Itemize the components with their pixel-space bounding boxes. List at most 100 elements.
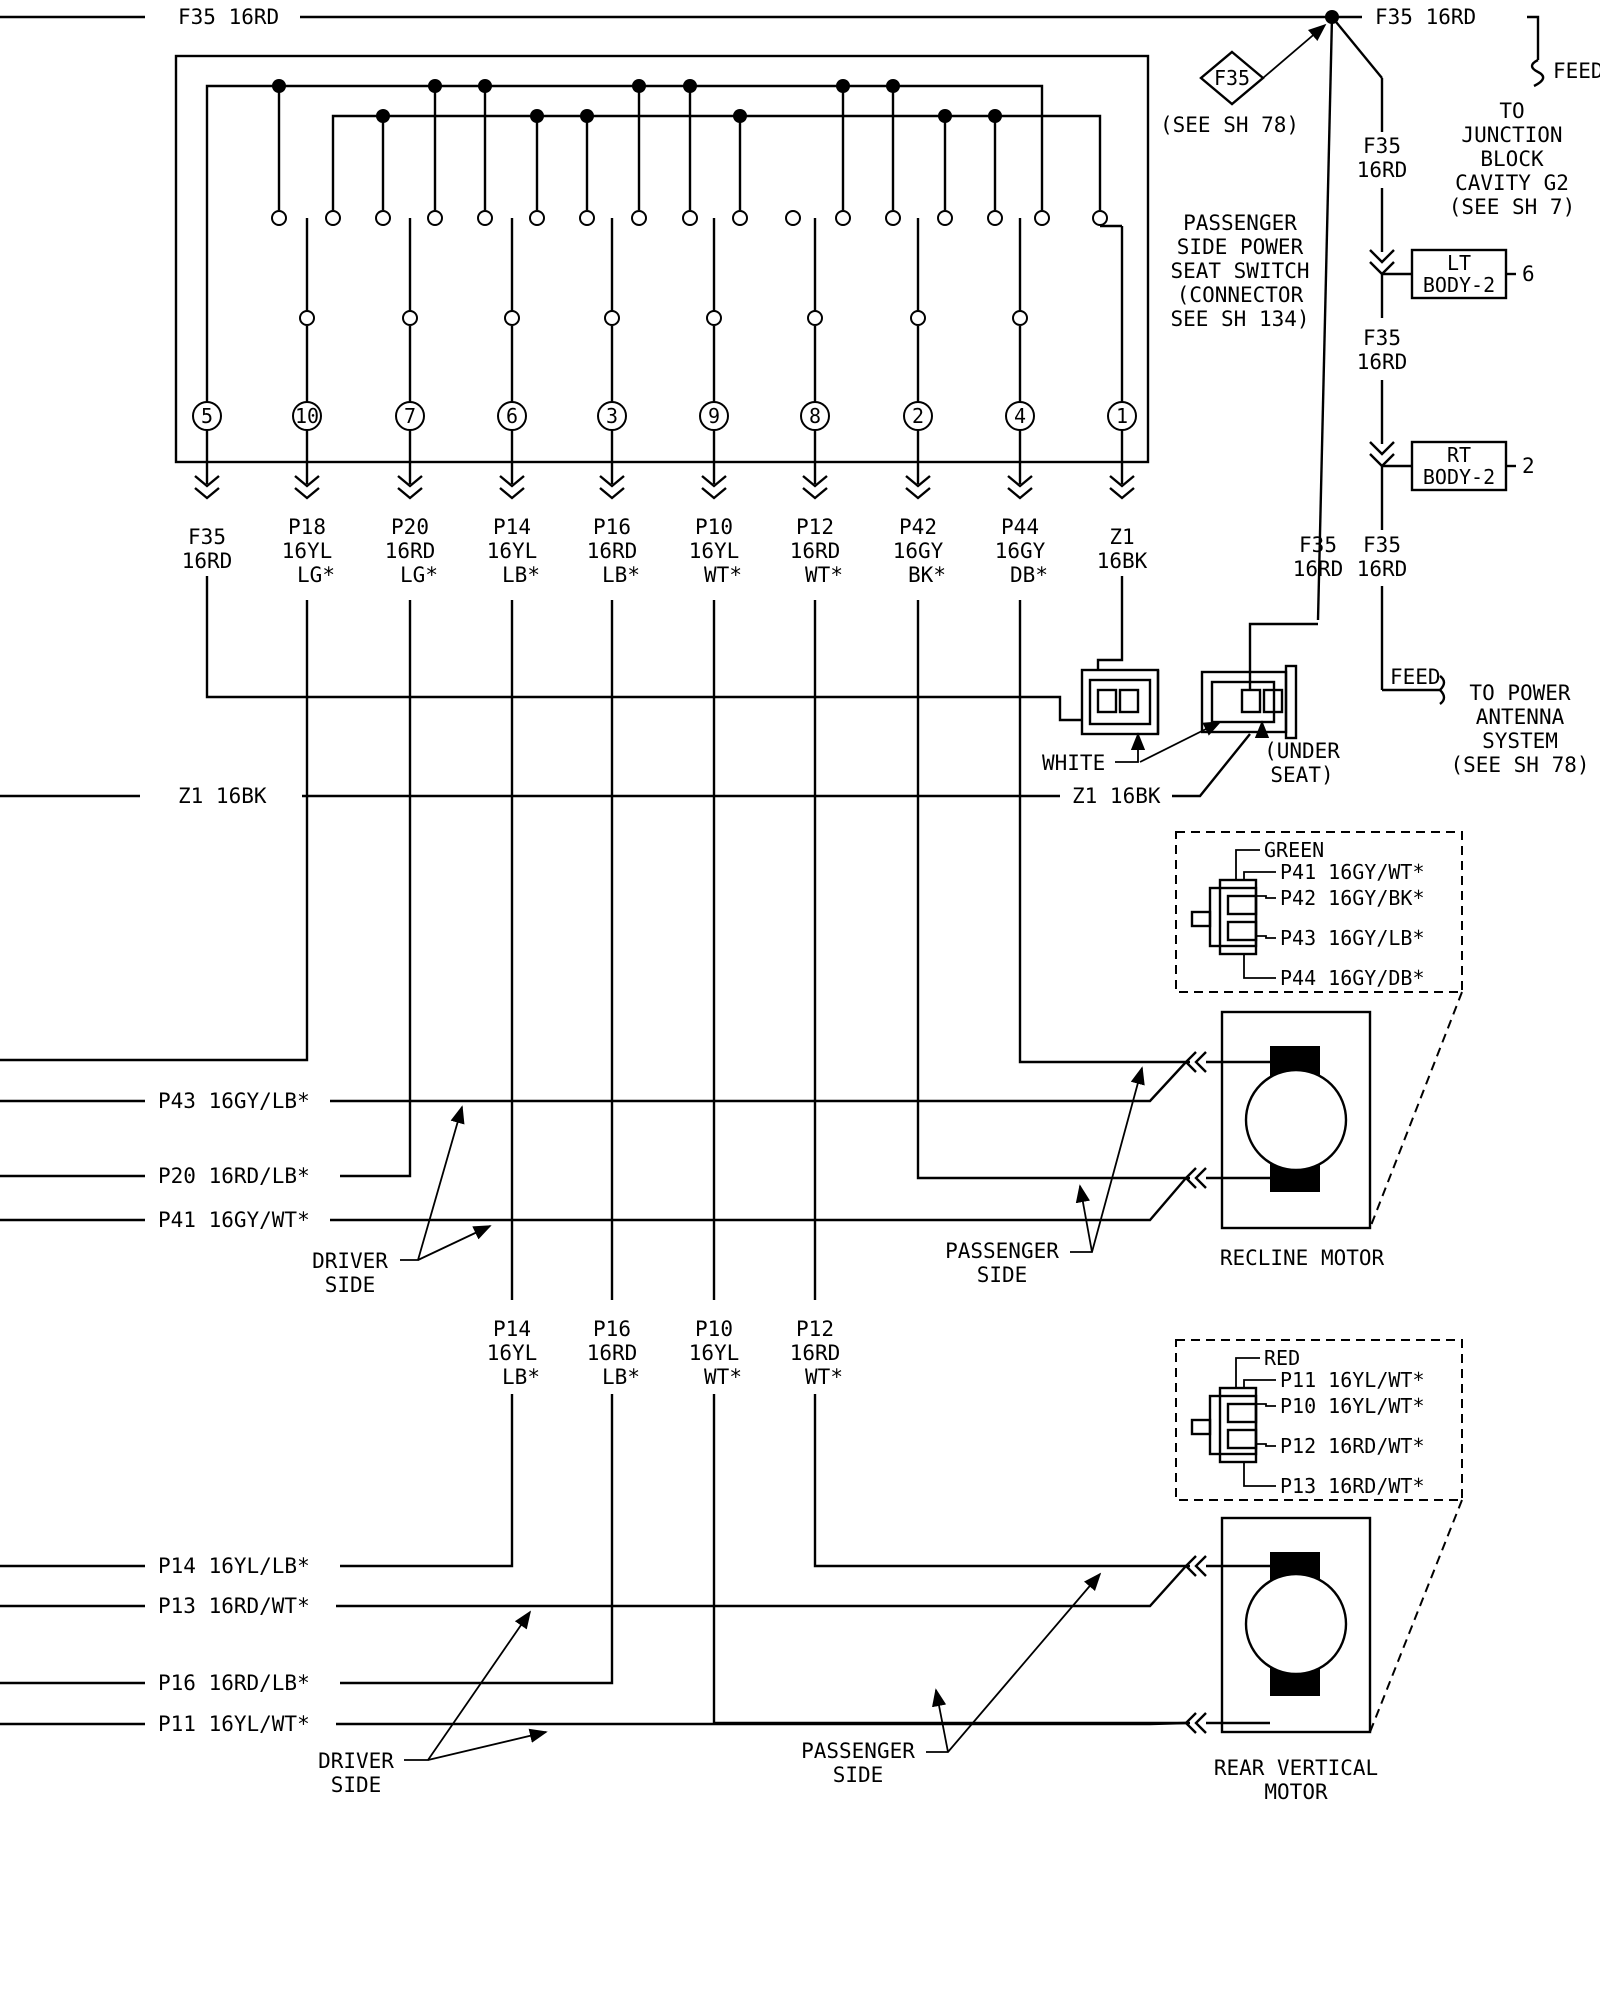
top-feed: F35 16RD F35 16RD FEED TO JUNCTION BLOCK… xyxy=(0,5,1600,219)
pin-5-label: 5 xyxy=(201,404,213,428)
recline-pin-0: P41 16GY/WT* xyxy=(1280,860,1425,884)
switch-title-3: (CONNECTOR xyxy=(1177,283,1304,307)
vertical-motor-label-0: REAR VERTICAL xyxy=(1214,1756,1378,1780)
pin-4-label: 4 xyxy=(1014,404,1026,428)
pin-8: 8 xyxy=(800,401,830,431)
rc-wire1-b: 16RD xyxy=(1357,158,1408,182)
w4-2: DB* xyxy=(1010,563,1048,587)
rt-body-pin: 2 xyxy=(1522,454,1535,478)
switch-wire-labels: F35 16RD P18 16YL LG* P20 16RD LG* P14 1… xyxy=(182,515,1148,587)
w4-0: P44 xyxy=(1001,515,1039,539)
junction-dest-3: CAVITY G2 xyxy=(1455,171,1569,195)
switch-title-2: SEAT SWITCH xyxy=(1170,259,1309,283)
f35-reference: F35 (SEE SH 78) xyxy=(1160,23,1327,137)
feed-label: FEED xyxy=(1553,59,1600,83)
vertical-connector-color: RED xyxy=(1264,1346,1300,1370)
recline-driver-1: SIDE xyxy=(325,1273,376,1297)
f35-reference-note: (SEE SH 78) xyxy=(1160,113,1299,137)
recline-driver-0: DRIVER xyxy=(312,1249,388,1273)
mid-p14-2: LB* xyxy=(502,1365,540,1389)
pin-6: 6 xyxy=(497,401,527,431)
rt-body-label-0: RT xyxy=(1447,443,1471,467)
vertical-driver-1: SIDE xyxy=(331,1773,382,1797)
pin-3: 3 xyxy=(597,401,627,431)
vertical-pin-2: P12 16RD/WT* xyxy=(1280,1434,1425,1458)
w5-1: 16RD xyxy=(182,549,233,573)
seat-switch-box xyxy=(174,54,1150,464)
rear-vertical-motor: REAR VERTICAL MOTOR P14 16YL/LB* P13 16R… xyxy=(0,1499,1463,1804)
recline-wire-1: P20 16RD/LB* xyxy=(158,1164,310,1188)
switch-title-1: SIDE POWER xyxy=(1177,235,1304,259)
w10-1: 16YL xyxy=(282,539,333,563)
top-feed-left-label: F35 16RD xyxy=(178,5,279,29)
recline-connector-color: GREEN xyxy=(1264,838,1324,862)
w10-2: LG* xyxy=(297,563,335,587)
vertical-pin-0: P11 16YL/WT* xyxy=(1280,1368,1425,1392)
lt-body-pin: 6 xyxy=(1522,262,1535,286)
rc-wire3-a: F35 xyxy=(1299,533,1337,557)
pin-6-label: 6 xyxy=(506,404,518,428)
pin-2-label: 2 xyxy=(912,404,924,428)
w9-0: P10 xyxy=(695,515,733,539)
w7-2: LG* xyxy=(400,563,438,587)
w10-0: P18 xyxy=(288,515,326,539)
recline-wire-0: P43 16GY/LB* xyxy=(158,1089,310,1113)
junction-dest-0: TO xyxy=(1499,99,1524,123)
rc-feed-label: FEED xyxy=(1390,665,1441,689)
antenna-2: SYSTEM xyxy=(1482,729,1558,753)
f35-badge: F35 xyxy=(1214,66,1250,90)
z1-right-label: Z1 16BK xyxy=(1072,784,1161,808)
pin-3-label: 3 xyxy=(606,404,618,428)
mid-p12-0: P12 xyxy=(796,1317,834,1341)
pin-10-label: 10 xyxy=(295,404,319,428)
switch-title-0: PASSENGER xyxy=(1183,211,1297,235)
lower-wires xyxy=(340,1394,1190,1725)
vertical-connector: RED P11 16YL/WT* P10 16YL/WT* P12 16RD/W… xyxy=(1175,1339,1463,1501)
w8-2: WT* xyxy=(805,563,843,587)
rc-wire4-a: F35 xyxy=(1363,533,1401,557)
rt-body-label-1: BODY-2 xyxy=(1423,465,1495,489)
switch-pins: 5 10 7 6 3 9 8 2 4 1 xyxy=(192,401,1137,500)
recline-pin-3: P44 16GY/DB* xyxy=(1280,966,1425,990)
w3-2: LB* xyxy=(602,563,640,587)
w4-1: 16GY xyxy=(995,539,1046,563)
mid-p10-1: 16YL xyxy=(689,1341,740,1365)
w8-1: 16RD xyxy=(790,539,841,563)
lt-body-label-1: BODY-2 xyxy=(1423,273,1495,297)
vertical-pin-3: P13 16RD/WT* xyxy=(1280,1474,1425,1498)
recline-pin-1: P42 16GY/BK* xyxy=(1280,886,1425,910)
pin-1: 1 xyxy=(1107,401,1137,431)
mid-p16-2: LB* xyxy=(602,1365,640,1389)
mid-p16-1: 16RD xyxy=(587,1341,638,1365)
w7-1: 16RD xyxy=(385,539,436,563)
mid-p14-1: 16YL xyxy=(487,1341,538,1365)
pin-5: 5 xyxy=(192,401,222,431)
rc-wire3-b: 16RD xyxy=(1293,557,1344,581)
pin-9: 9 xyxy=(699,401,729,431)
mid-p12-2: WT* xyxy=(805,1365,843,1389)
antenna-3: (SEE SH 78) xyxy=(1450,753,1589,777)
vertical-passenger-1: SIDE xyxy=(833,1763,884,1787)
w2-2: BK* xyxy=(908,563,946,587)
mid-labels: P14 16YL LB* P16 16RD LB* P10 16YL WT* P… xyxy=(487,1317,843,1389)
vertical-passenger-0: PASSENGER xyxy=(801,1739,915,1763)
mid-p12-1: 16RD xyxy=(790,1341,841,1365)
rc-wire2-b: 16RD xyxy=(1357,350,1408,374)
white-label: WHITE xyxy=(1042,751,1105,775)
mid-p14-0: P14 xyxy=(493,1317,531,1341)
w3-0: P16 xyxy=(593,515,631,539)
w2-1: 16GY xyxy=(893,539,944,563)
junction-dest-2: BLOCK xyxy=(1480,147,1544,171)
switch-wires xyxy=(0,576,1190,1300)
recline-motor: RECLINE MOTOR P43 16GY/LB* P20 16RD/LB* … xyxy=(0,991,1463,1297)
recline-wire-2: P41 16GY/WT* xyxy=(158,1208,310,1232)
mid-p16-0: P16 xyxy=(593,1317,631,1341)
w3-1: 16RD xyxy=(587,539,638,563)
pin-9-label: 9 xyxy=(708,404,720,428)
w7-0: P20 xyxy=(391,515,429,539)
recline-connector: GREEN P41 16GY/WT* P42 16GY/BK* P43 16GY… xyxy=(1175,831,1463,993)
pin-1-label: 1 xyxy=(1116,404,1128,428)
vertical-driver-0: DRIVER xyxy=(318,1749,394,1773)
z1-left-label: Z1 16BK xyxy=(178,784,267,808)
